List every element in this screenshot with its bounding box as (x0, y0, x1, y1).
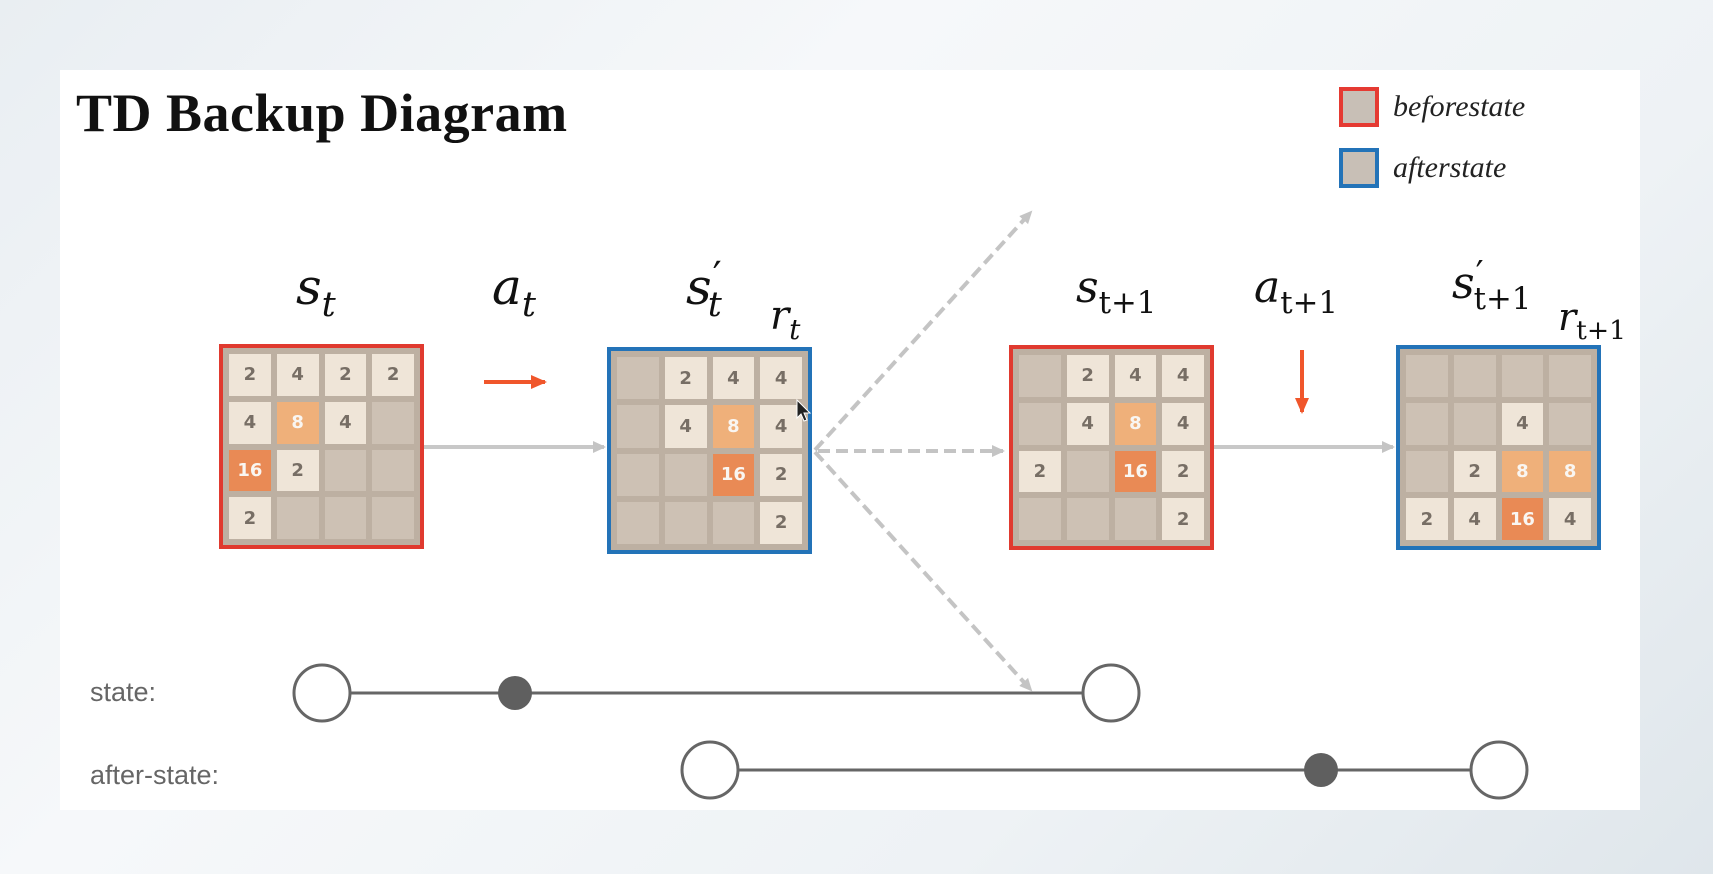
label-a-t1: at+1 (1254, 262, 1339, 321)
board-tile (617, 357, 659, 400)
board-tile: 2 (372, 354, 414, 396)
board-tile (1453, 402, 1496, 445)
legend-label: beforestate (1393, 90, 1526, 123)
board-tile (617, 501, 659, 544)
board-tile: 8 (712, 405, 755, 448)
board-tile: 2 (1162, 450, 1204, 493)
board-tile: 2 (1453, 450, 1496, 493)
state-dot-action (498, 676, 532, 710)
label-s-t1: st+1 (1076, 262, 1157, 321)
board-tile: 4 (712, 357, 755, 400)
board-tile (1114, 498, 1157, 540)
board-tile: 16 (1114, 450, 1157, 493)
board-tile: 2 (1162, 498, 1204, 540)
board-tile: 4 (1453, 498, 1496, 540)
board-tile (1501, 355, 1544, 397)
board-tile: 4 (276, 354, 319, 396)
cursor-icon (796, 398, 812, 422)
board-tile: 4 (1501, 402, 1544, 445)
board-tile (1019, 402, 1061, 445)
board-tile: 16 (1501, 498, 1544, 540)
board-tile: 8 (1114, 402, 1157, 445)
board-tile: 2 (324, 354, 367, 396)
label-s-prime-t1: s′t+1 (1452, 253, 1532, 317)
board-tile (664, 453, 707, 496)
board-tile (1453, 355, 1496, 397)
label-s-t: st (296, 258, 336, 326)
board-tile (664, 501, 707, 544)
state-node-s-t (292, 663, 352, 723)
legend-beforestate: beforestate (1339, 87, 1525, 127)
board-tile: 4 (324, 401, 367, 444)
board-tile: 4 (664, 405, 707, 448)
stochastic-arrow-down (813, 450, 1033, 692)
label-a-t: at (492, 258, 536, 326)
board-tile (1406, 402, 1448, 445)
board-tile: 16 (229, 449, 271, 492)
board-tile: 4 (760, 405, 802, 448)
board-tile (712, 501, 755, 544)
state-node-s-t1 (1081, 663, 1141, 723)
board-tile: 2 (760, 501, 802, 544)
board-tile (1019, 355, 1061, 397)
board-tile (1406, 450, 1448, 493)
board-tile: 2 (760, 453, 802, 496)
board-tile: 4 (1549, 498, 1591, 540)
after-state-node-s-prime-t (680, 740, 740, 800)
board-tile (1406, 355, 1448, 397)
legend-swatch-red (1339, 87, 1379, 127)
board-tile: 2 (1019, 450, 1061, 493)
board-tile (372, 449, 414, 492)
board-tile: 4 (1114, 355, 1157, 397)
after-state-dot (1304, 753, 1338, 787)
board-tile: 8 (1549, 450, 1591, 493)
board-tile: 4 (229, 401, 271, 444)
legend-label: afterstate (1393, 151, 1507, 184)
board-tile: 16 (712, 453, 755, 496)
board-tile: 2 (1066, 355, 1109, 397)
board-tile: 2 (664, 357, 707, 400)
board-tile (372, 497, 414, 539)
board-tile: 2 (276, 449, 319, 492)
board-tile: 4 (1162, 355, 1204, 397)
board-tile (276, 497, 319, 539)
board-tile (617, 405, 659, 448)
legend-afterstate: afterstate (1339, 148, 1506, 188)
after-state-node-s-prime-t1 (1469, 740, 1529, 800)
board-tile: 2 (229, 354, 271, 396)
board-tile: 4 (1066, 402, 1109, 445)
board-tile: 2 (229, 497, 271, 539)
state-row-label: state: (90, 677, 157, 707)
label-r-t1: rt+1 (1558, 295, 1627, 347)
board-tile: 4 (760, 357, 802, 400)
label-r-t: rt (770, 293, 801, 346)
board-tile (1549, 402, 1591, 445)
board-tile (1066, 498, 1109, 540)
board-tile (1066, 450, 1109, 493)
board-tile: 2 (1406, 498, 1448, 540)
board-tile (617, 453, 659, 496)
legend-swatch-blue (1339, 148, 1379, 188)
board-tile: 4 (1162, 402, 1204, 445)
board-tile (372, 401, 414, 444)
board-tile (324, 449, 367, 492)
board-tile: 8 (1501, 450, 1544, 493)
board-tile (324, 497, 367, 539)
board-tile (1549, 355, 1591, 397)
after-state-row-label: after-state: (90, 760, 220, 790)
board-tile: 8 (276, 401, 319, 444)
stochastic-arrow-up (813, 210, 1033, 452)
page-title: TD Backup Diagram (76, 83, 568, 143)
board-tile (1019, 498, 1061, 540)
label-s-prime-t: s′t (686, 254, 722, 326)
